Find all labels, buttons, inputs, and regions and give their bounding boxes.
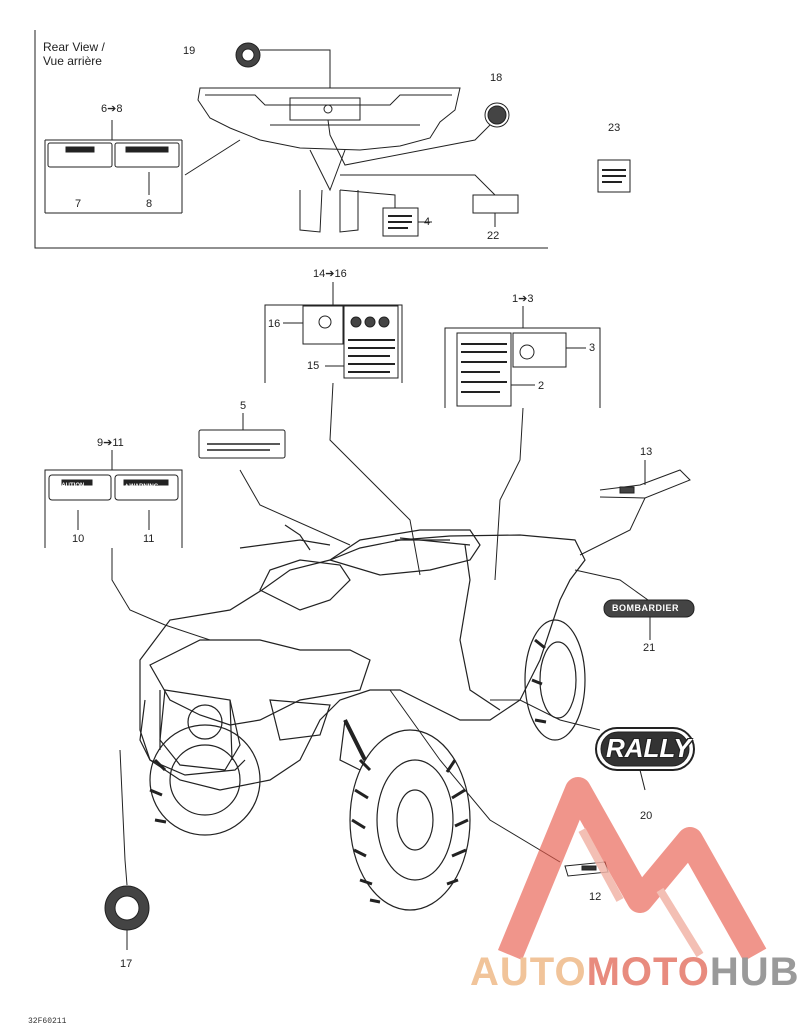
watermark-part-hub: HUB [709,950,800,994]
callout-11: 11 [143,533,155,545]
callout-range-9-11: 9➔11 [97,437,124,449]
callout-8: 8 [146,198,153,210]
decal-caution-text: CAUTION [57,483,85,489]
callout-13: 13 [640,446,653,458]
callout-range-1-3: 1➔3 [512,293,534,305]
rear-view-title: Rear View / Vue arrière [43,40,105,68]
callout-16: 16 [268,318,281,330]
callout-range-6-8: 6➔8 [101,103,123,115]
callout-23: 23 [608,122,621,134]
callout-3: 3 [589,342,596,354]
callout-21: 21 [643,642,656,654]
callout-4: 4 [424,216,431,228]
watermark-logo [497,777,767,962]
drawing-code: 32F60211 [28,1017,67,1026]
rear-view-title-fr: Vue arrière [43,54,102,68]
callout-15: 15 [307,360,320,372]
callout-20: 20 [640,810,653,822]
callout-12: 12 [589,891,602,903]
decal-rally-text: RALLY [606,733,691,763]
decal-warning-text: ⚠WARNING [124,484,159,490]
callout-range-14-16: 14➔16 [313,268,347,280]
callout-18: 18 [490,72,503,84]
callout-7: 7 [75,198,82,210]
callout-10: 10 [72,533,85,545]
callout-2: 2 [538,380,545,392]
rear-view-frame [34,30,548,249]
callout-17: 17 [120,958,133,970]
callout-22: 22 [487,230,500,242]
decal-bombardier-text: BOMBARDIER [612,603,679,613]
watermark-brand: AUTOMOTOHUB [470,950,800,995]
watermark-part-moto: MOTO [586,950,710,994]
watermark-part-auto: AUTO [470,950,587,994]
callout-5: 5 [240,400,247,412]
callout-19: 19 [183,45,196,57]
rear-view-title-en: Rear View / [43,40,105,54]
